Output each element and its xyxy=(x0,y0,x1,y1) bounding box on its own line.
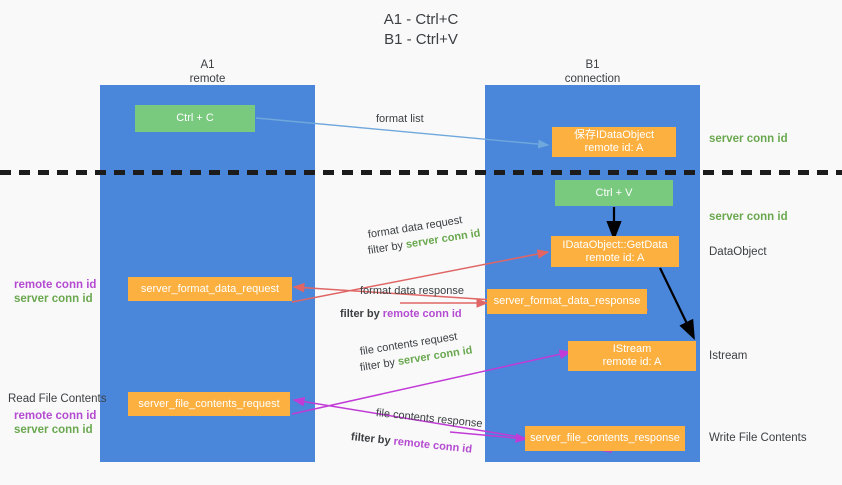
edge-fdreq-prefix: filter by xyxy=(367,239,407,257)
edge-label-format-data-response: format data response filter by remote co… xyxy=(340,284,464,321)
node-ctrl-c-label: Ctrl + C xyxy=(176,112,214,124)
edge-label-file-contents-request: file contents request filter by server c… xyxy=(359,331,474,375)
label-istream: Istream xyxy=(709,350,748,362)
node-server-file-contents-request[interactable]: server_file_contents_request xyxy=(128,392,290,416)
column-a1-name: A1 xyxy=(200,59,215,71)
edge-fdres-key: remote conn id xyxy=(382,308,462,320)
phase-divider xyxy=(0,170,842,175)
edge-fcres-key: remote conn id xyxy=(392,435,473,456)
column-caption-a1: A1 remote xyxy=(100,58,315,86)
title-line-1: A1 - Ctrl+C xyxy=(383,11,459,28)
node-server-file-contents-request-label: server_file_contents_request xyxy=(138,397,280,410)
label-remote-conn-id-1: remote conn id xyxy=(14,279,97,291)
edge-label-file-contents-response-l1: file contents response xyxy=(375,407,484,431)
node-server-file-contents-response[interactable]: server_file_contents_response xyxy=(525,426,685,451)
edge-label-format-list-text: format list xyxy=(376,113,424,125)
node-idataobject-getdata[interactable]: IDataObject::GetData remote id: A xyxy=(551,236,679,267)
node-server-format-data-response-label: server_format_data_response xyxy=(493,295,641,307)
node-istream[interactable]: IStream remote id: A xyxy=(568,341,696,371)
node-save-idataobject-line2: remote id: A xyxy=(584,142,644,154)
label-remote-conn-id-2: remote conn id xyxy=(14,410,97,422)
edge-label-format-list: format list xyxy=(376,112,424,126)
label-server-conn-id-2: server conn id xyxy=(14,424,93,436)
node-server-file-contents-response-label: server_file_contents_response xyxy=(530,432,680,444)
node-idataobject-getdata-line1: IDataObject::GetData xyxy=(562,238,668,251)
label-read-file-contents: Read File Contents xyxy=(8,393,107,405)
node-server-format-data-request-label: server_format_data_request xyxy=(140,282,280,295)
page-title: A1 - Ctrl+C B1 - Ctrl+V xyxy=(0,10,842,50)
label-server-conn-id-top: server conn id xyxy=(709,133,788,145)
edge-label-format-data-response-l2: filter by remote conn id xyxy=(340,307,464,321)
node-idataobject-getdata-line2: remote id: A xyxy=(585,251,645,264)
node-save-idataobject[interactable]: 保存IDataObject remote id: A xyxy=(552,127,676,157)
label-group-file: remote conn id server conn id xyxy=(14,409,96,437)
edge-label-file-contents-response-l2: filter by remote conn id xyxy=(350,430,483,458)
edge-fcres-prefix: filter by xyxy=(350,431,395,448)
column-b1-sub: connection xyxy=(564,73,621,85)
column-a1-sub: remote xyxy=(189,73,226,85)
node-istream-line1: IStream xyxy=(612,343,652,355)
edge-label-format-data-request: format data request filter by server con… xyxy=(367,214,482,258)
label-server-conn-id-1: server conn id xyxy=(14,293,93,305)
edge-label-file-contents-response: file contents response filter by remote … xyxy=(350,406,484,456)
title-line-2: B1 - Ctrl+V xyxy=(384,31,458,48)
label-write-file-contents: Write File Contents xyxy=(709,432,807,444)
node-istream-line2: remote id: A xyxy=(602,356,662,368)
column-b1-name: B1 xyxy=(585,59,600,71)
node-save-idataobject-line1: 保存IDataObject xyxy=(573,129,655,141)
edge-label-format-data-response-l1: format data response xyxy=(360,285,464,297)
label-server-conn-id-mid: server conn id xyxy=(709,211,788,223)
node-ctrl-c[interactable]: Ctrl + C xyxy=(135,105,255,132)
label-group-format: remote conn id server conn id xyxy=(14,278,96,306)
node-ctrl-v-label: Ctrl + V xyxy=(595,186,633,199)
edge-fdres-prefix: filter by xyxy=(340,308,383,320)
label-dataobject: DataObject xyxy=(709,246,767,258)
node-server-format-data-response[interactable]: server_format_data_response xyxy=(487,289,647,314)
node-server-format-data-request[interactable]: server_format_data_request xyxy=(128,277,292,301)
node-ctrl-v[interactable]: Ctrl + V xyxy=(555,180,673,206)
edge-fcreq-prefix: filter by xyxy=(359,356,399,374)
column-caption-b1: B1 connection xyxy=(485,58,700,86)
